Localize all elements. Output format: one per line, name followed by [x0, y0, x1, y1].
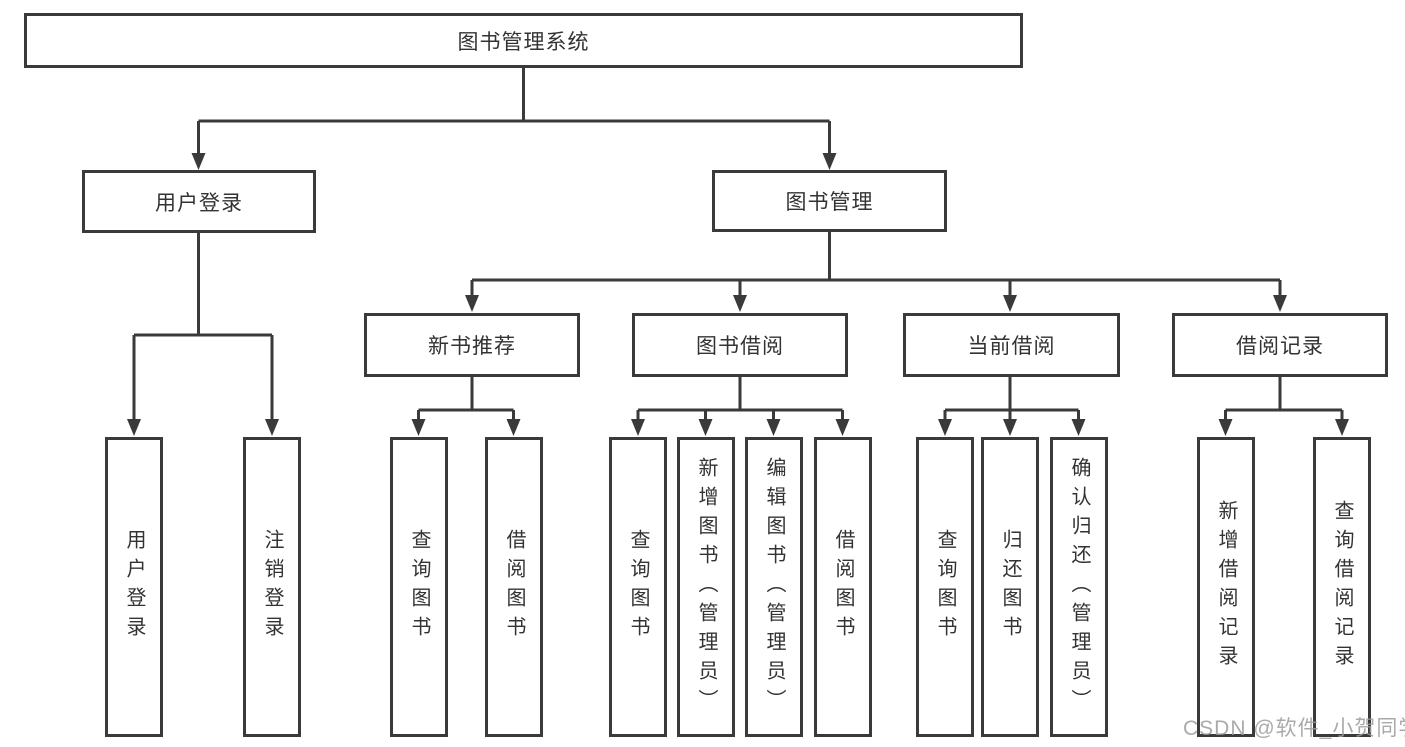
leaf-user-login: 用户登录	[105, 437, 163, 737]
leaf-borrow-books-recommend-label: 借阅图书	[503, 529, 525, 645]
connector-user-login	[132, 233, 274, 428]
node-book-management: 图书管理	[712, 170, 947, 232]
node-user-login: 用户登录	[82, 170, 316, 233]
leaf-add-borrow-record-label: 新增借阅记录	[1215, 500, 1237, 674]
node-borrow-records: 借阅记录	[1172, 313, 1388, 377]
leaf-edit-books-admin: 编辑图书（管理员）	[745, 437, 803, 737]
leaf-add-books-admin-label: 新增图书（管理员）	[695, 456, 717, 718]
leaf-user-login-label: 用户登录	[123, 529, 145, 645]
node-book-borrow: 图书借阅	[632, 313, 848, 377]
leaf-logout-label: 注销登录	[261, 529, 283, 645]
leaf-confirm-return-admin-label: 确认归还（管理员）	[1068, 456, 1090, 718]
leaf-query-borrow-record-label: 查询借阅记录	[1331, 500, 1353, 674]
connector-current-borrow-arrows	[938, 419, 1086, 436]
leaf-edit-books-admin-label: 编辑图书（管理员）	[763, 456, 785, 718]
leaf-query-books-current-label: 查询图书	[934, 529, 956, 645]
leaf-query-books-recommend: 查询图书	[390, 437, 448, 737]
leaf-query-books-borrow-label: 查询图书	[627, 529, 649, 645]
connector-book-borrow-arrows	[631, 419, 850, 436]
leaf-add-borrow-record: 新增借阅记录	[1197, 437, 1255, 737]
node-library-system: 图书管理系统	[24, 13, 1023, 68]
leaf-borrow-books-label: 借阅图书	[832, 529, 854, 645]
leaf-query-books-borrow: 查询图书	[609, 437, 667, 737]
leaf-logout: 注销登录	[243, 437, 301, 737]
node-new-book-recommend: 新书推荐	[364, 313, 580, 377]
connector-borrow-records	[1224, 377, 1344, 428]
leaf-query-books-current: 查询图书	[916, 437, 974, 737]
connector-book-borrow	[636, 377, 844, 428]
leaf-borrow-books: 借阅图书	[814, 437, 872, 737]
connector-root	[197, 68, 831, 162]
leaf-confirm-return-admin: 确认归还（管理员）	[1050, 437, 1108, 737]
connector-book-management-arrows	[465, 295, 1287, 312]
leaf-return-books-label: 归还图书	[999, 529, 1021, 645]
node-current-borrow: 当前借阅	[903, 313, 1120, 377]
watermark: CSDN @软件_小贺同学	[1183, 717, 1405, 740]
leaf-return-books: 归还图书	[981, 437, 1039, 737]
connector-new-book-arrows	[411, 419, 521, 436]
leaf-borrow-books-recommend: 借阅图书	[485, 437, 543, 737]
connector-new-book	[417, 377, 515, 428]
connector-root-arrows	[191, 153, 837, 170]
connector-user-login-arrows	[127, 419, 279, 436]
leaf-query-borrow-record: 查询借阅记录	[1313, 437, 1371, 737]
leaf-add-books-admin: 新增图书（管理员）	[677, 437, 735, 737]
connector-book-management	[470, 232, 1282, 304]
connector-borrow-records-arrows	[1218, 419, 1349, 436]
leaf-query-books-recommend-label: 查询图书	[408, 529, 430, 645]
